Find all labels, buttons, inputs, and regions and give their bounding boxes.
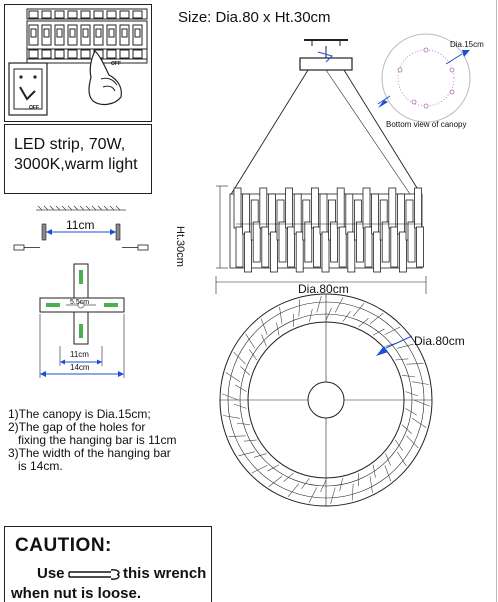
fixture-side-view	[215, 39, 427, 294]
off-label-2: OFF	[29, 105, 39, 111]
crystal-rod	[336, 187, 345, 229]
spec-box: LED strip, 70W, 3000K,warm light	[4, 124, 152, 194]
crystal-rod	[313, 226, 321, 268]
spec-line-2: 3000K,warm light	[14, 156, 138, 173]
crystal-rod	[345, 193, 354, 235]
breaker-panel-illustration	[8, 8, 148, 116]
crystal-rod	[285, 187, 293, 229]
crystal-rod	[270, 231, 278, 273]
crystal-rod	[416, 226, 425, 268]
switch-panel-box: OFF OFF	[4, 4, 152, 122]
crystal-rod	[364, 226, 373, 268]
caution-title: CAUTION:	[15, 535, 112, 556]
crystal-rod	[388, 187, 397, 229]
crystal-rod	[259, 187, 268, 229]
note-line: fixing the hanging bar is 11cm	[8, 433, 177, 447]
caution-wrench-text: this wrench	[123, 565, 207, 582]
spec-line-1: LED strip, 70W,	[14, 136, 126, 153]
crystal-rod	[293, 193, 302, 235]
note-line: is 14cm.	[8, 459, 63, 473]
page-right-border	[496, 0, 497, 602]
crystal-rod	[304, 221, 313, 263]
crystal-rod	[396, 193, 405, 235]
crystal-rod	[330, 221, 339, 263]
gap-label: 11cm	[70, 350, 89, 359]
side-width-label: Dia.80cm	[298, 282, 349, 296]
crystal-rod	[252, 221, 261, 263]
canopy-caption: Bottom view of canopy	[386, 120, 467, 129]
caution-use: Use	[37, 565, 65, 582]
crystal-rod	[278, 221, 287, 263]
hole-gap-label: 11cm	[66, 218, 95, 232]
width-label: 14cm	[70, 363, 90, 372]
crystal-rod	[311, 187, 319, 229]
crystal-rod	[347, 231, 356, 273]
crystal-rod	[321, 231, 330, 273]
fixture-top-view	[219, 293, 433, 507]
note-line: 1)The canopy is Dia.15cm;	[8, 407, 151, 421]
caution-box: CAUTION: Use this wrench when nut is loo…	[4, 526, 212, 602]
hanging-bar-diagram	[13, 205, 149, 378]
crystal-rod	[244, 231, 252, 273]
crystal-rod	[381, 221, 390, 263]
caution-line-2: when nut is loose.	[11, 585, 142, 602]
crystal-rod	[261, 226, 270, 268]
notes-block: 1)The canopy is Dia.15cm; 2)The gap of t…	[8, 408, 177, 473]
top-dia-label: Dia.80cm	[414, 334, 465, 348]
canopy-bottom-view	[377, 33, 471, 123]
size-label: Size: Dia.80 x Ht.30cm	[178, 9, 331, 26]
crystal-rod	[235, 226, 244, 268]
center-label: 5.5cm	[70, 299, 90, 306]
crystal-rod	[295, 231, 304, 273]
crystal-rod	[242, 193, 250, 235]
off-label-1: OFF	[111, 61, 121, 67]
wrench-icon	[68, 569, 120, 580]
crystal-rod	[233, 187, 242, 229]
canopy-dia-label: Dia.15cm	[450, 40, 484, 49]
crystal-rod	[390, 226, 399, 268]
note-line: 3)The width of the hanging bar	[8, 446, 171, 460]
crystal-rod	[287, 226, 295, 268]
crystal-rod	[371, 193, 380, 235]
crystal-rod	[407, 221, 416, 263]
crystal-rod	[355, 221, 364, 263]
crystal-rod	[398, 231, 407, 273]
note-line: 2)The gap of the holes for	[8, 420, 146, 434]
crystal-rod	[319, 193, 328, 235]
crystal-rod	[338, 226, 347, 268]
crystal-rod	[362, 187, 371, 229]
crystal-rod	[268, 193, 276, 235]
side-height-label: Ht.30cm	[174, 226, 186, 267]
crystal-rod	[414, 187, 423, 229]
crystal-rod	[373, 231, 382, 273]
